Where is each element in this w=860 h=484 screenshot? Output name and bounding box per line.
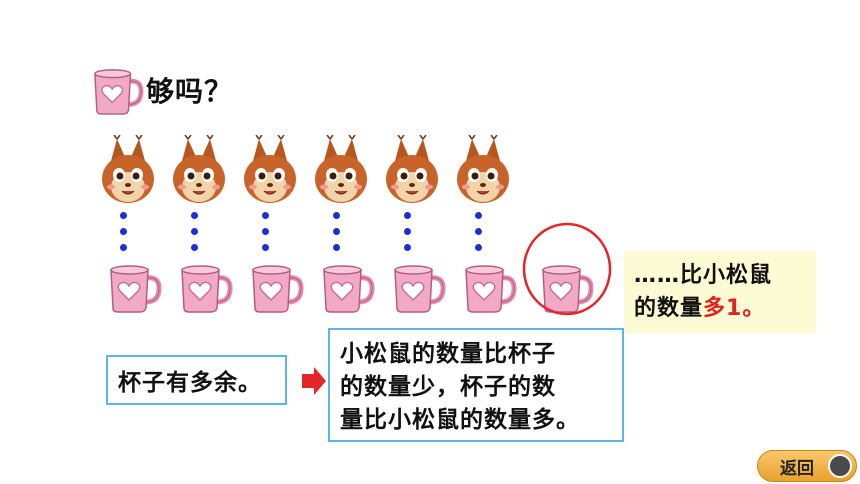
explanation-box: 小松鼠的数量比杯子 的数量少，杯子的数 量比小松鼠的数量多。: [328, 328, 624, 442]
back-icon: [828, 454, 852, 478]
note-highlight: 多1。: [703, 296, 766, 321]
squirrel-icon: [310, 135, 372, 209]
dotted-connector: [333, 212, 341, 260]
dotted-connector: [475, 212, 483, 260]
back-button[interactable]: 返回: [757, 450, 857, 482]
squirrel-icon: [97, 135, 159, 209]
explanation-line-3: 量比小松鼠的数量多。: [340, 407, 580, 433]
note-box: ……比小松鼠 的数量多1。: [624, 251, 816, 333]
note-line-2: 的数量多1。: [634, 292, 806, 325]
right-arrow-icon: [302, 367, 326, 395]
dotted-connector: [120, 212, 128, 260]
mug-icon: [248, 262, 304, 314]
squirrel-icon: [168, 135, 230, 209]
note-line-1: ……比小松鼠: [634, 263, 773, 288]
explanation-line-2: 的数量少，杯子的数: [340, 374, 556, 400]
back-button-label: 返回: [780, 458, 814, 479]
squirrel-icon: [381, 135, 443, 209]
dotted-connector: [191, 212, 199, 260]
mug-icon: [319, 262, 375, 314]
squirrel-icon: [452, 135, 514, 209]
mug-icon: [90, 66, 144, 116]
mug-icon: [390, 262, 446, 314]
squirrel-icon: [239, 135, 301, 209]
dotted-connector: [404, 212, 412, 260]
mug-icon: [461, 262, 517, 314]
note-line-2-prefix: 的数量: [634, 296, 704, 321]
explanation-line-1: 小松鼠的数量比杯子: [340, 341, 556, 367]
dotted-connector: [262, 212, 270, 260]
question-text: 够吗？: [146, 75, 234, 108]
mug-icon: [106, 262, 162, 314]
mug-icon: [177, 262, 233, 314]
conclusion-box: 杯子有多余。: [106, 355, 287, 405]
highlight-circle: [522, 222, 612, 316]
